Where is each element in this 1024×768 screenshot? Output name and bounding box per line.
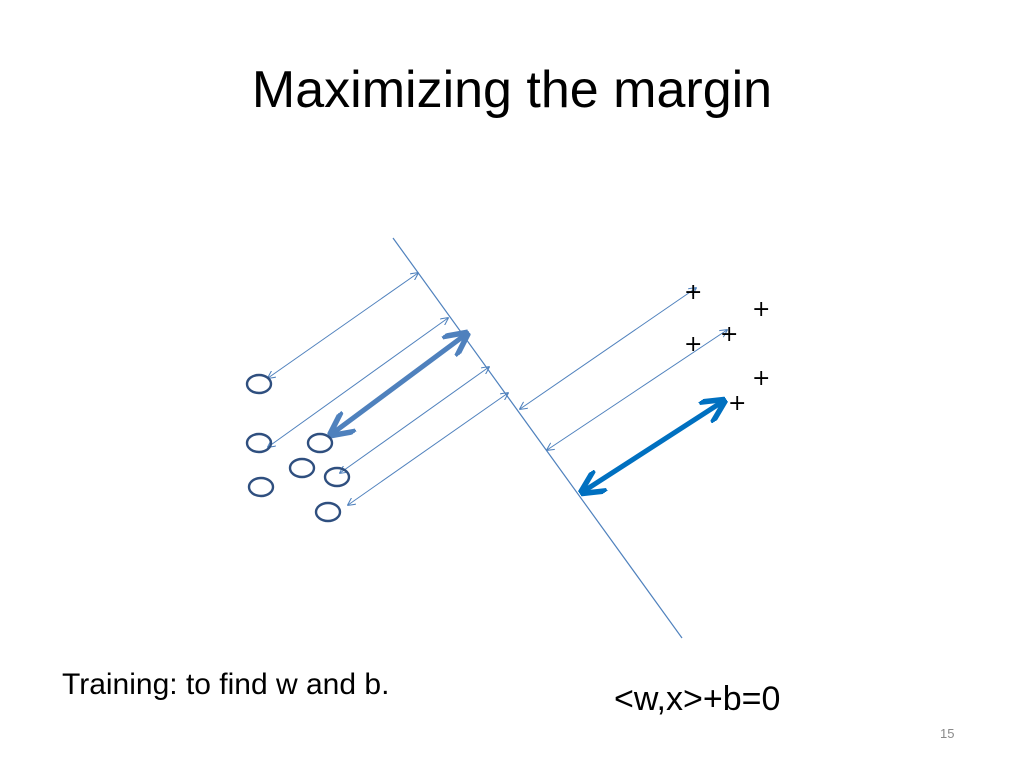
negative-point — [306, 432, 334, 454]
positive-point: + — [728, 391, 746, 416]
positive-points: + + + + + + — [684, 280, 770, 416]
distance-arrow-negative-4 — [348, 393, 508, 505]
distance-arrow-positive-1 — [520, 288, 696, 409]
positive-point: + — [684, 332, 702, 357]
positive-point: + — [752, 366, 770, 391]
slide-title: Maximizing the margin — [251, 61, 773, 119]
margin-arrow-positive-side — [584, 402, 722, 491]
training-caption: Training: to find w and b. — [62, 668, 390, 701]
negative-point — [245, 373, 273, 395]
distance-arrow-negative-2 — [268, 318, 448, 447]
negative-point — [288, 457, 316, 479]
positive-point: + — [752, 297, 770, 322]
negative-point — [245, 432, 273, 454]
negative-point — [323, 466, 351, 488]
positive-point: + — [684, 280, 702, 305]
negative-point — [314, 501, 342, 523]
distance-arrow-negative-3 — [340, 367, 489, 473]
slide-number: 15 — [940, 726, 955, 741]
hyperplane-equation: <w,x>+b=0 — [614, 680, 781, 718]
negative-point — [247, 476, 275, 498]
margin-arrow-negative-side — [333, 335, 465, 433]
separating-hyperplane — [392, 237, 683, 639]
positive-point: + — [720, 322, 738, 347]
negative-points — [245, 373, 351, 523]
distance-arrow-negative-1 — [268, 273, 418, 378]
distance-arrow-positive-2 — [547, 330, 727, 450]
